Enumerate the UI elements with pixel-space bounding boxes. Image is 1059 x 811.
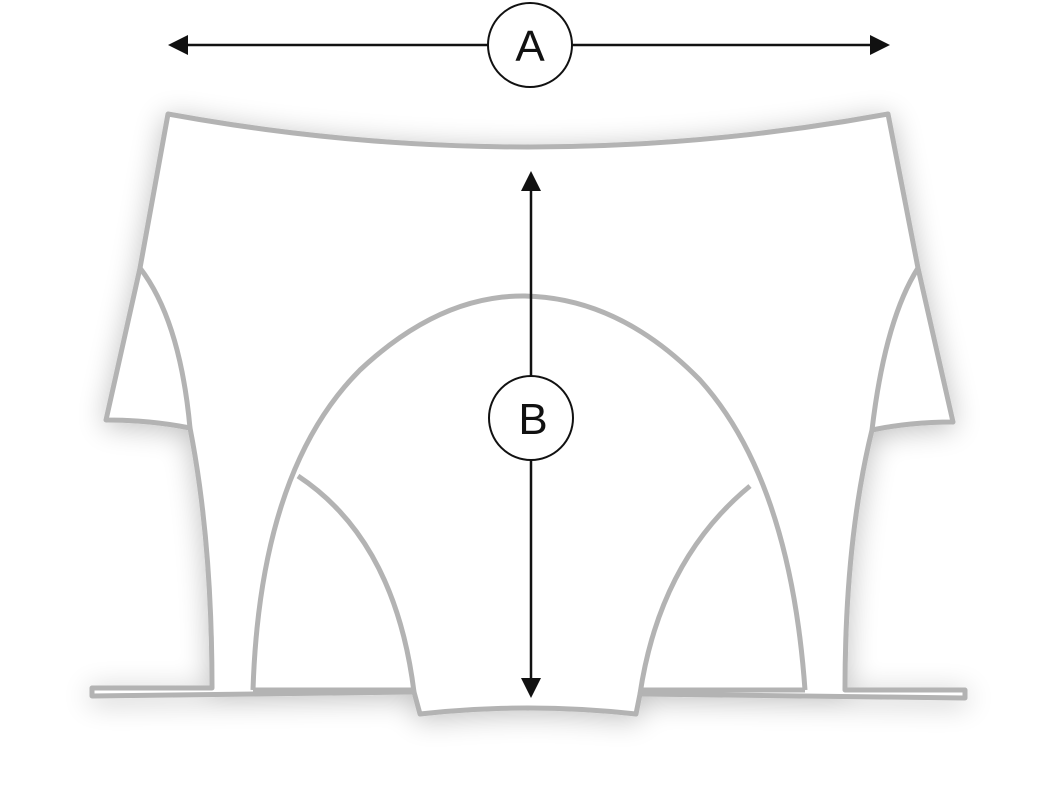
length-marker-circle (488, 375, 574, 461)
right-side-seam (869, 266, 921, 431)
left-side-seam (138, 266, 193, 429)
width-dimension: A (168, 2, 890, 88)
width-marker-circle (487, 2, 573, 88)
length-dimension: B (488, 171, 574, 698)
left-gusset-seam (296, 473, 417, 693)
crotch-arch (250, 293, 808, 691)
width-marker-label: A (515, 22, 545, 71)
length-marker-label: B (518, 395, 547, 444)
right-gusset-seam (637, 484, 752, 695)
